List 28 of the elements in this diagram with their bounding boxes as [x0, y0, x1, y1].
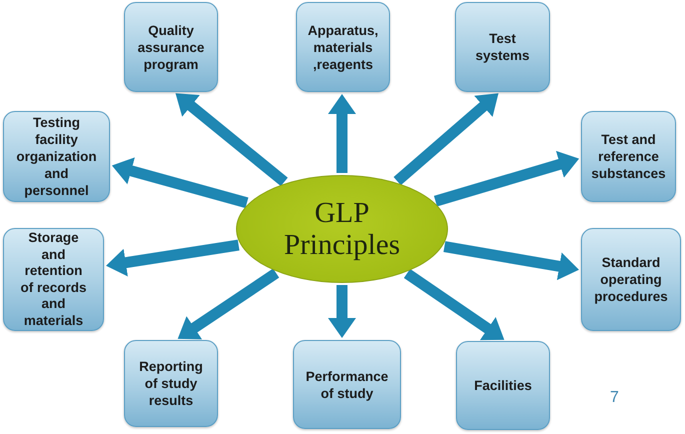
- topic-box: [455, 2, 550, 92]
- topic-box: [124, 2, 218, 92]
- hub-title: GLP Principles: [283, 197, 401, 261]
- topic-label: Standard operating procedures: [593, 254, 669, 305]
- topic-label: Testing facility organization and personnel: [15, 114, 98, 199]
- topic-box: [296, 2, 390, 92]
- page-number: 7: [610, 389, 619, 407]
- arrow: [434, 150, 581, 206]
- topic-box: [293, 340, 401, 429]
- arrow: [328, 94, 356, 173]
- topic-box: [581, 228, 681, 331]
- topic-label: Reporting of study results: [138, 358, 204, 409]
- topic-box: [3, 228, 104, 331]
- topic-box: [456, 341, 550, 430]
- topic-box: [124, 340, 218, 427]
- topic-label: Facilities: [474, 377, 532, 394]
- arrow: [328, 285, 356, 338]
- topic-label: Test systems: [474, 30, 531, 64]
- topic-label: Apparatus, materials ,reagents: [306, 22, 380, 72]
- topic-label: Storage and retention of records and materials: [19, 230, 88, 329]
- topic-box: [3, 111, 110, 202]
- arrow: [110, 157, 248, 208]
- topic-label: Test and reference substances: [590, 131, 667, 182]
- arrow: [105, 240, 240, 276]
- topic-box: [581, 111, 676, 202]
- arrow: [443, 241, 580, 280]
- topic-label: Performance of study: [304, 368, 390, 402]
- topic-label: Quality assurance program: [136, 22, 206, 72]
